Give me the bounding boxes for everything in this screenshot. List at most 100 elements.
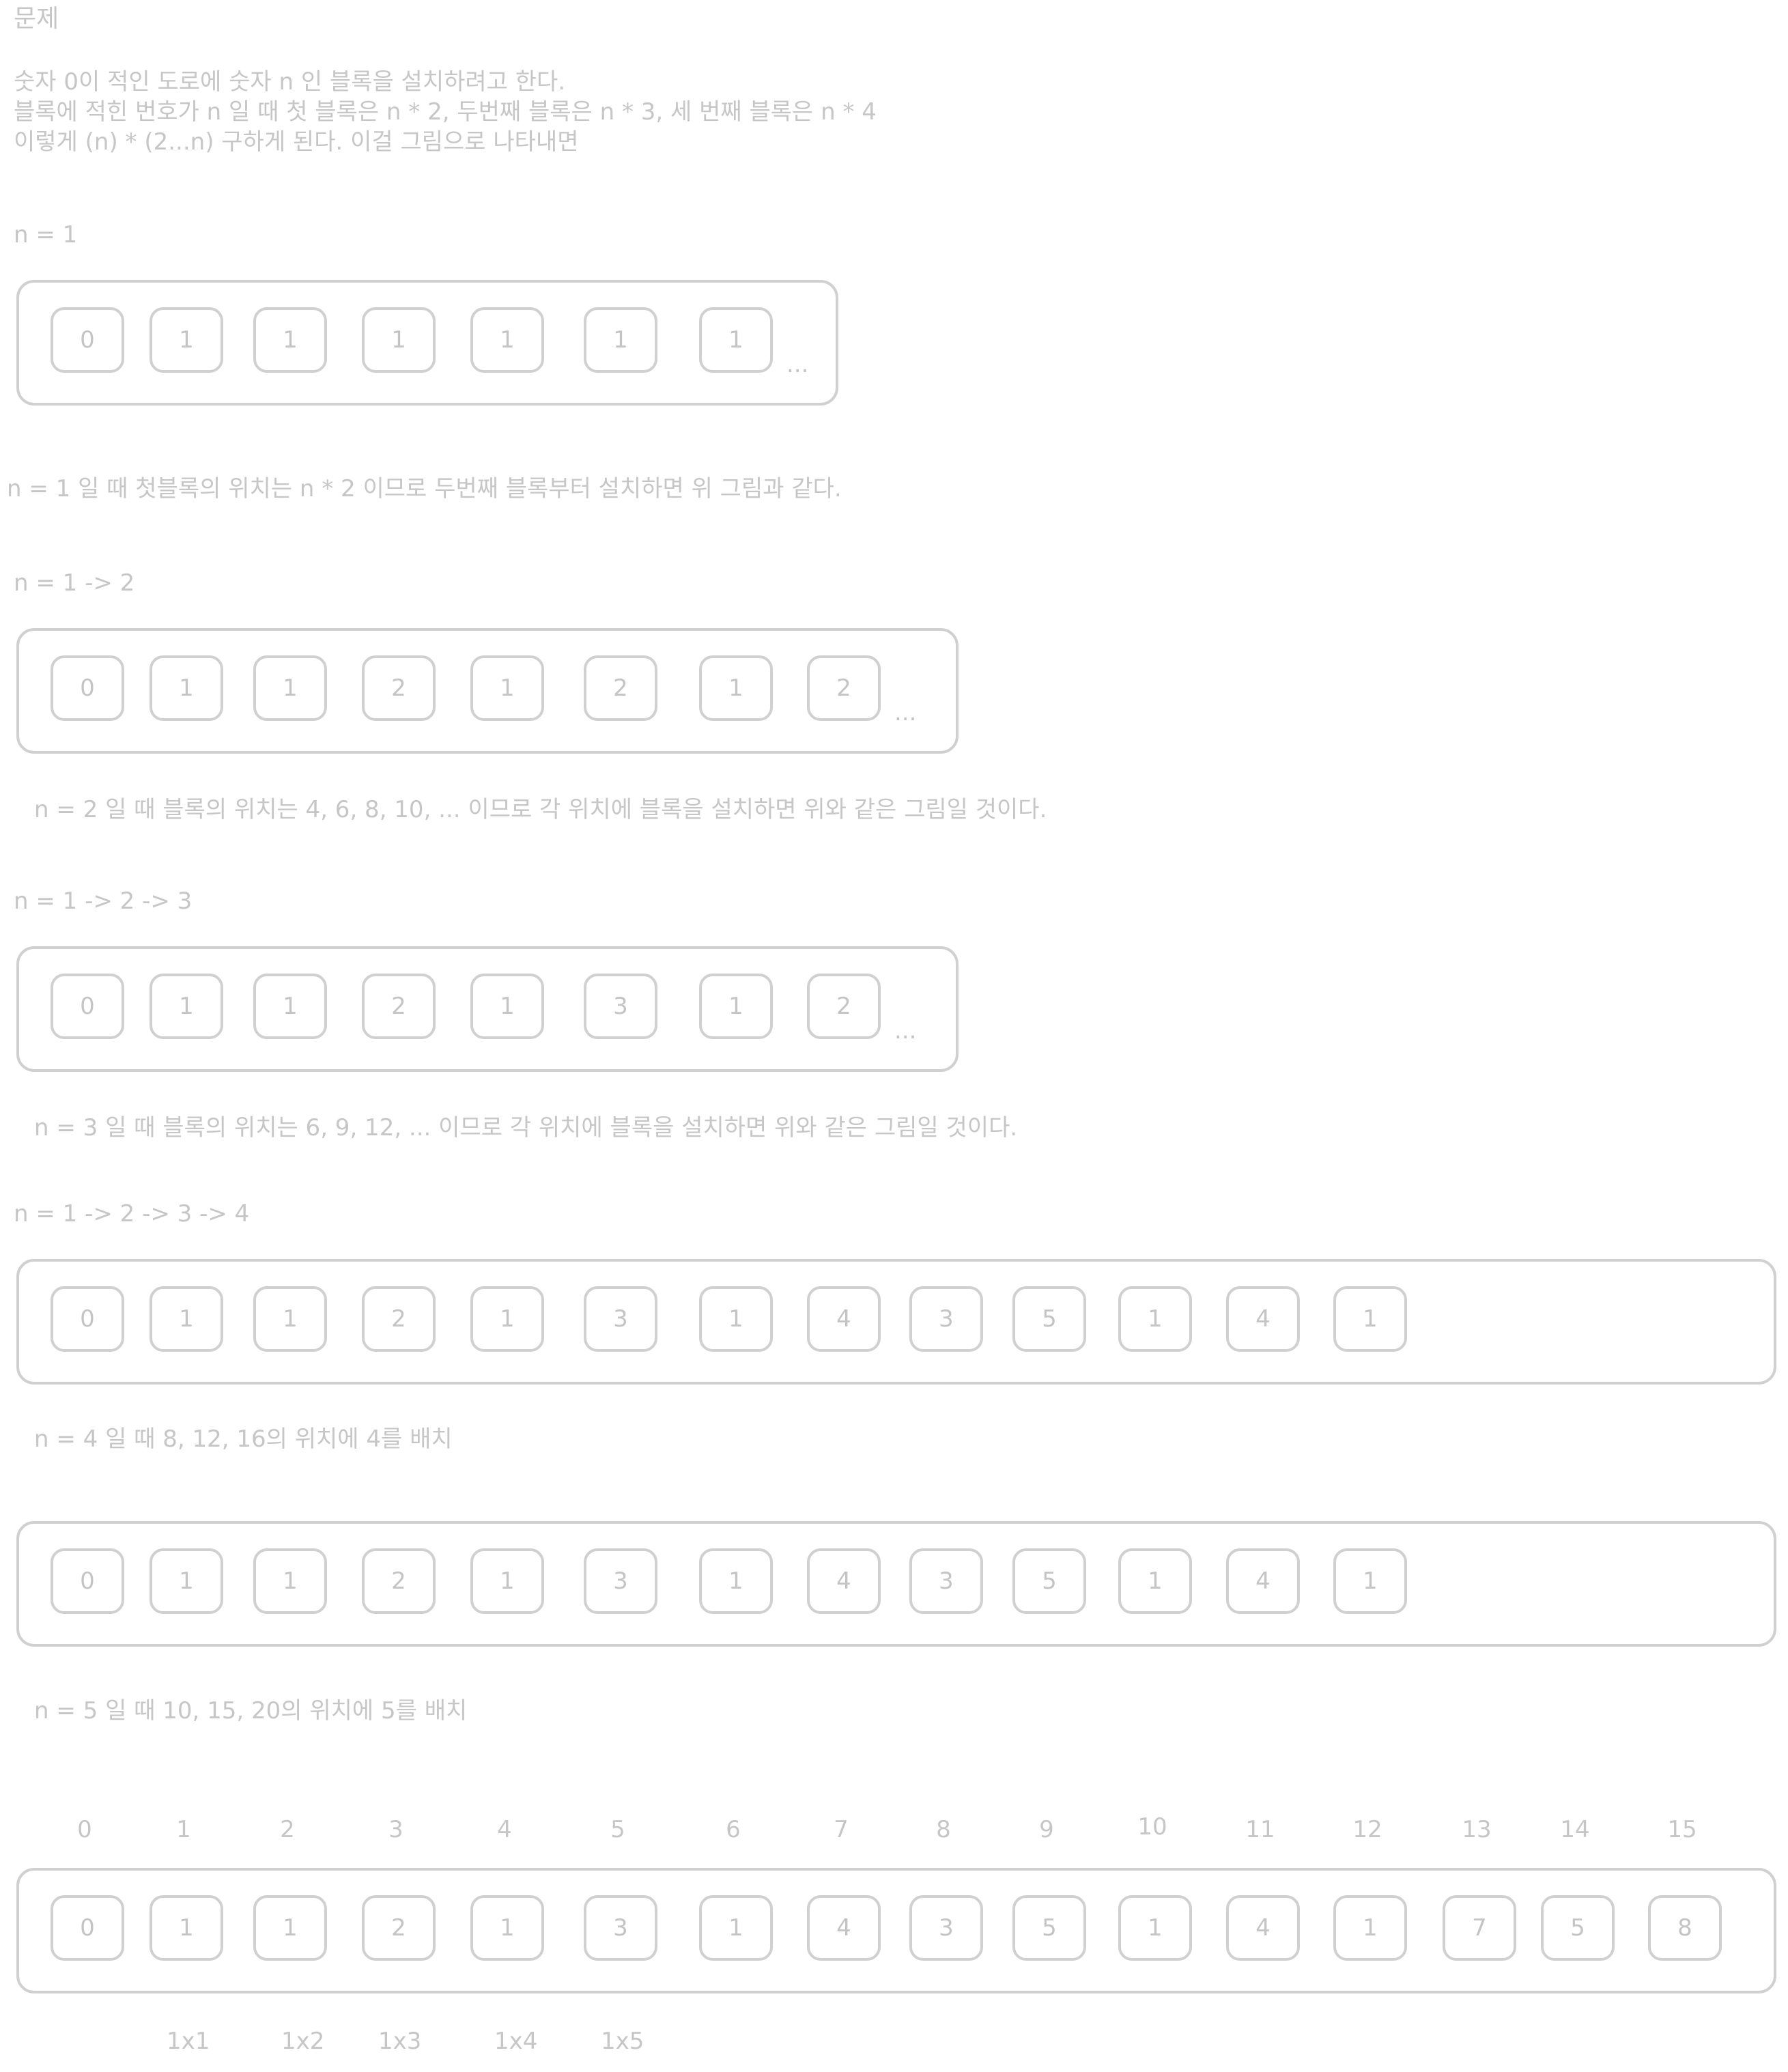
position-index: 2 <box>280 1816 295 1843</box>
section-caption: n = 3 일 때 블록의 위치는 6, 9, 12, ... 이므로 각 위치… <box>34 1114 1018 1141</box>
block-cell: 1 <box>699 655 773 721</box>
section-label: n = 1 -> 2 -> 3 -> 4 <box>14 1200 250 1227</box>
block-cell: 1 <box>699 1895 773 1961</box>
block-cell: 4 <box>807 1548 881 1614</box>
block-cell: 1 <box>584 307 657 373</box>
block-cell: 2 <box>362 1286 436 1352</box>
block-cell: 1 <box>1333 1286 1407 1352</box>
block-cell: 4 <box>1226 1895 1300 1961</box>
block-cell: 1 <box>470 1286 544 1352</box>
intro-line-2: 블록에 적힌 번호가 n 일 때 첫 블록은 n * 2, 두번째 블록은 n … <box>14 98 877 126</box>
block-cell: 1 <box>253 1286 327 1352</box>
page-title: 문제 <box>14 5 59 33</box>
block-cell: 0 <box>51 1548 124 1614</box>
block-cell: 3 <box>909 1286 983 1352</box>
section-label: n = 1 <box>14 221 78 249</box>
block-cell: 1 <box>253 655 327 721</box>
position-index: 6 <box>726 1816 741 1843</box>
block-cell: 2 <box>362 655 436 721</box>
block-cell: 1 <box>253 974 327 1039</box>
position-index: 15 <box>1667 1816 1697 1843</box>
block-cell: 5 <box>1012 1895 1086 1961</box>
intro-line-3: 이렇게 (n) * (2...n) 구하게 된다. 이걸 그림으로 나타내면 <box>14 128 579 156</box>
position-index: 5 <box>610 1816 625 1843</box>
position-index: 1 <box>176 1816 191 1843</box>
block-cell: 3 <box>584 1895 657 1961</box>
section-label: n = 1 -> 2 -> 3 <box>14 888 193 915</box>
block-cell: 3 <box>584 1286 657 1352</box>
block-cell: 1 <box>150 1286 223 1352</box>
multiplier-label: 1x5 <box>601 2028 644 2055</box>
block-cell: 3 <box>584 1548 657 1614</box>
block-cell: 2 <box>807 655 881 721</box>
block-cell: 1 <box>699 974 773 1039</box>
position-index: 12 <box>1352 1816 1382 1843</box>
block-cell: 2 <box>584 655 657 721</box>
block-cell: 5 <box>1541 1895 1615 1961</box>
block-cell: 1 <box>253 1548 327 1614</box>
block-cell: 3 <box>909 1548 983 1614</box>
block-cell: 8 <box>1648 1895 1722 1961</box>
block-cell: 4 <box>1226 1286 1300 1352</box>
block-cell: 4 <box>807 1286 881 1352</box>
block-cell: 5 <box>1012 1286 1086 1352</box>
ellipsis: ... <box>894 699 917 726</box>
block-cell: 1 <box>1333 1895 1407 1961</box>
ellipsis: ... <box>786 351 809 378</box>
block-cell: 0 <box>51 1895 124 1961</box>
block-cell: 1 <box>362 307 436 373</box>
position-index: 7 <box>834 1816 849 1843</box>
position-index: 11 <box>1245 1816 1275 1843</box>
block-cell: 4 <box>1226 1548 1300 1614</box>
position-index: 4 <box>497 1816 512 1843</box>
block-cell: 0 <box>51 655 124 721</box>
multiplier-label: 1x1 <box>167 2028 210 2055</box>
block-cell: 3 <box>909 1895 983 1961</box>
position-index: 8 <box>936 1816 951 1843</box>
multiplier-label: 1x3 <box>378 2028 422 2055</box>
position-index: 9 <box>1039 1816 1054 1843</box>
position-index: 3 <box>388 1816 403 1843</box>
section-caption: n = 2 일 때 블록의 위치는 4, 6, 8, 10, ... 이므로 각… <box>34 796 1047 823</box>
position-index: 10 <box>1137 1813 1167 1841</box>
block-cell: 1 <box>150 1548 223 1614</box>
section-label: n = 1 -> 2 <box>14 569 135 597</box>
position-index: 13 <box>1462 1816 1492 1843</box>
block-cell: 2 <box>362 974 436 1039</box>
block-cell: 1 <box>150 307 223 373</box>
block-cell: 1 <box>253 1895 327 1961</box>
ellipsis: ... <box>894 1017 917 1045</box>
block-cell: 5 <box>1012 1548 1086 1614</box>
block-cell: 2 <box>362 1895 436 1961</box>
multiplier-label: 1x4 <box>494 2028 538 2055</box>
block-cell: 1 <box>150 655 223 721</box>
block-cell: 4 <box>807 1895 881 1961</box>
block-cell: 1 <box>1118 1895 1192 1961</box>
block-cell: 0 <box>51 1286 124 1352</box>
block-cell: 1 <box>1118 1286 1192 1352</box>
block-cell: 1 <box>150 974 223 1039</box>
block-cell: 3 <box>584 974 657 1039</box>
block-cell: 0 <box>51 974 124 1039</box>
block-cell: 1 <box>699 1286 773 1352</box>
block-cell: 1 <box>1118 1548 1192 1614</box>
section-caption: n = 1 일 때 첫블록의 위치는 n * 2 이므로 두번째 블록부터 설치… <box>7 475 842 502</box>
block-cell: 1 <box>699 307 773 373</box>
block-cell: 1 <box>253 307 327 373</box>
intro-line-1: 숫자 0이 적인 도로에 숫자 n 인 블록을 설치하려고 한다. <box>14 68 566 96</box>
position-index: 14 <box>1560 1816 1590 1843</box>
position-index: 0 <box>77 1816 92 1843</box>
block-cell: 1 <box>150 1895 223 1961</box>
block-cell: 0 <box>51 307 124 373</box>
block-cell: 1 <box>699 1548 773 1614</box>
block-cell: 1 <box>470 1895 544 1961</box>
block-cell: 7 <box>1443 1895 1516 1961</box>
block-cell: 2 <box>362 1548 436 1614</box>
section-caption: n = 5 일 때 10, 15, 20의 위치에 5를 배치 <box>34 1697 468 1725</box>
block-cell: 1 <box>470 655 544 721</box>
